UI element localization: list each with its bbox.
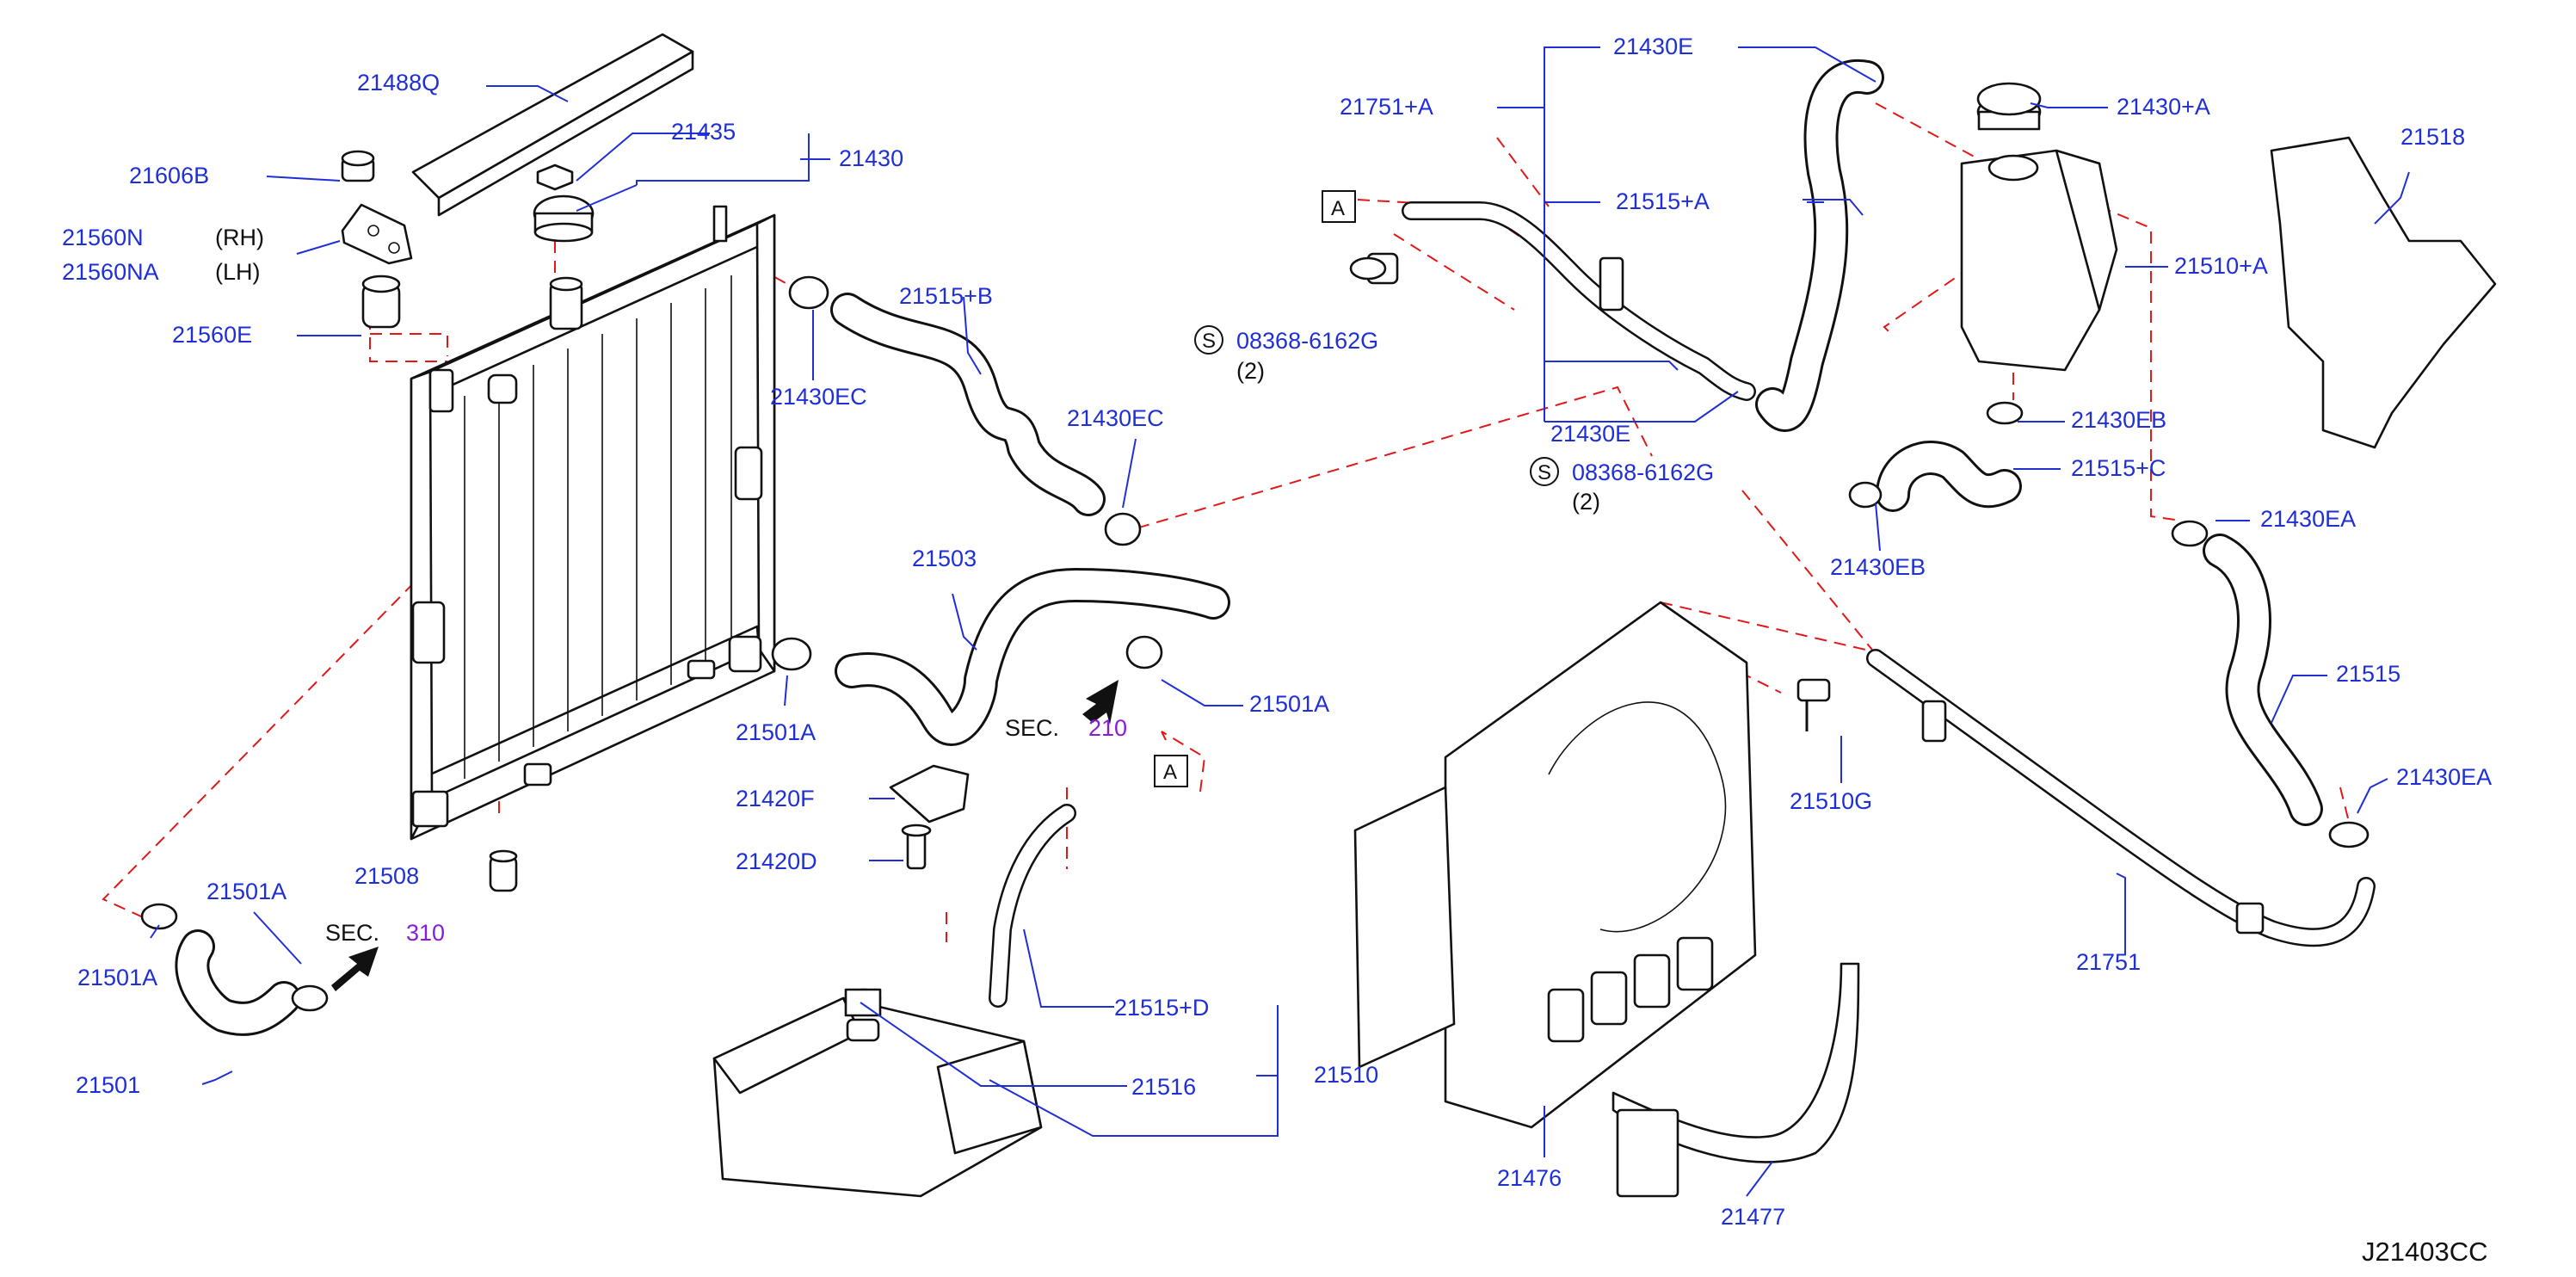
sec-label-310: SEC. xyxy=(325,920,379,946)
radiator-cap-21435 xyxy=(533,163,595,243)
label-21751: 21751 xyxy=(2076,949,2141,975)
label-21430EC-1: 21430EC xyxy=(770,384,867,410)
label-qty-1: (2) xyxy=(1236,358,1265,384)
label-21430EB-2: 21430EB xyxy=(1830,554,1926,580)
label-21430EA-1: 21430EA xyxy=(2260,506,2356,532)
s-marker-2: S xyxy=(1538,461,1551,484)
label-21501A-2: 21501A xyxy=(1249,691,1329,717)
label-rh: (RH) xyxy=(215,225,264,250)
label-21560E: 21560E xyxy=(172,322,252,348)
leader-lines xyxy=(150,46,2410,1197)
label-21515D: 21515+D xyxy=(1114,995,1209,1021)
label-21515A: 21515+A xyxy=(1616,188,1710,214)
hose-21515C xyxy=(1848,401,2024,512)
label-21501: 21501 xyxy=(76,1072,140,1098)
label-21430E-1: 21430E xyxy=(1613,34,1693,59)
clip-21420F-bolt-21420D xyxy=(889,764,970,870)
reservoir-21510A xyxy=(1960,95,2118,372)
pipe-21751A xyxy=(1366,201,1756,401)
label-21501A-4: 21501A xyxy=(77,965,157,990)
hose-21515 xyxy=(2171,520,2370,848)
label-21430A: 21430+A xyxy=(2117,94,2210,120)
label-21508: 21508 xyxy=(354,863,419,889)
label-21510A: 21510+A xyxy=(2174,253,2268,279)
reservoir-tank-21510 xyxy=(712,988,1043,1198)
label-21515: 21515 xyxy=(2336,661,2400,687)
screw-08368-6162G-1 xyxy=(1349,256,1387,281)
sec-label-210: SEC. xyxy=(1005,715,1059,741)
pipe-21751 xyxy=(1866,649,2376,947)
hose-21515A xyxy=(1755,59,1884,432)
label-21488Q: 21488Q xyxy=(357,70,440,96)
label-21560N: 21560N xyxy=(62,225,144,250)
lower-hose-21503 xyxy=(771,568,1230,746)
label-21501A-1: 21501A xyxy=(736,719,816,745)
hose-21515D xyxy=(989,804,1076,1008)
label-qty-2: (2) xyxy=(1572,489,1600,515)
part-labels: 21488Q 21435 21430 21606B 21560N (RH) 21… xyxy=(62,34,2492,1267)
drain-plug-21508 xyxy=(489,849,518,892)
label-21430E-2: 21430E xyxy=(1550,421,1630,447)
label-08368-6162G-2: 08368-6162G xyxy=(1572,460,1714,485)
reference-markers xyxy=(1154,190,1559,787)
label-21420F: 21420F xyxy=(736,786,815,811)
hose-21501 xyxy=(140,903,379,1036)
diagram-id: J21403CC xyxy=(2362,1237,2487,1267)
label-21510: 21510 xyxy=(1314,1062,1378,1088)
label-21516: 21516 xyxy=(1131,1074,1196,1100)
label-21606B: 21606B xyxy=(129,163,209,188)
label-21751A: 21751+A xyxy=(1340,94,1433,120)
seal-strip-21488Q xyxy=(411,33,694,217)
label-21503: 21503 xyxy=(912,546,977,571)
label-21420D: 21420D xyxy=(736,848,817,874)
ref-box-A-top: A xyxy=(1331,197,1345,220)
section-arrow-210 xyxy=(1082,680,1119,725)
label-21477: 21477 xyxy=(1721,1204,1785,1230)
ref-box-A-left: A xyxy=(1163,761,1177,784)
s-marker-1: S xyxy=(1202,330,1216,353)
fan-shroud-21476 xyxy=(1353,601,1757,1129)
label-21515C: 21515+C xyxy=(2071,455,2166,481)
label-21560NA: 21560NA xyxy=(62,259,159,285)
mount-bracket-parts xyxy=(341,150,413,329)
radiator-core xyxy=(410,205,776,841)
bolt-21510G xyxy=(1796,678,1831,731)
label-21476: 21476 xyxy=(1497,1165,1562,1191)
label-21510G: 21510G xyxy=(1790,788,1872,814)
label-08368-6162G-1: 08368-6162G xyxy=(1236,328,1378,354)
upper-hose-21515B xyxy=(788,275,1142,546)
label-lh: (LH) xyxy=(215,259,261,285)
label-21430EC-2: 21430EC xyxy=(1067,405,1164,431)
bracket-21518 xyxy=(2270,136,2497,449)
label-21430: 21430 xyxy=(839,145,903,171)
label-21430EB-1: 21430EB xyxy=(2071,407,2166,433)
label-21515B: 21515+B xyxy=(899,283,993,309)
sec-number-210: 210 xyxy=(1088,715,1127,741)
label-21435: 21435 xyxy=(671,119,736,145)
sec-number-310: 310 xyxy=(406,920,445,946)
lower-shroud-21477 xyxy=(1612,962,1860,1198)
cap-21430A xyxy=(1976,82,2042,116)
label-21501A-3: 21501A xyxy=(206,879,287,904)
label-21430EA-2: 21430EA xyxy=(2396,764,2492,790)
label-21518: 21518 xyxy=(2400,124,2465,150)
